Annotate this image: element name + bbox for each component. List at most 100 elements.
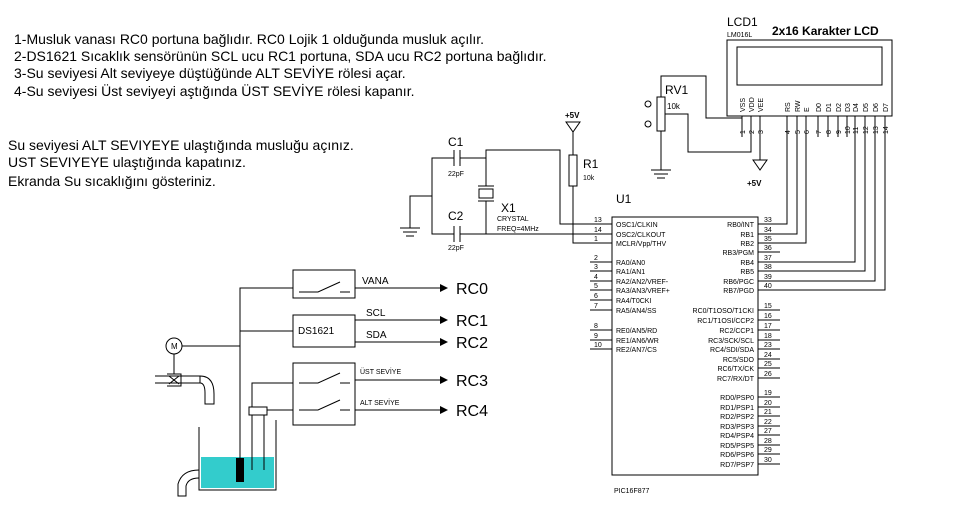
mcu-right-pin-number: 29 bbox=[764, 447, 772, 454]
mcu-right-pin-number: 28 bbox=[764, 438, 772, 445]
tank-walls bbox=[198, 420, 277, 491]
sda-label: SDA bbox=[366, 330, 387, 341]
mcu-right-pin-name: RC1/T1OSI/CCP2 bbox=[697, 318, 754, 325]
crystal-ref: X1 bbox=[501, 201, 516, 215]
mcu-left-pins: 13OSC1/CLKIN14OSC2/CLKOUT1MCLR/Vpp/THV2R… bbox=[590, 217, 670, 354]
mcu-right-pin-name: RC6/TX/CK bbox=[717, 366, 754, 373]
mcu-right-pin-number: 40 bbox=[764, 283, 772, 290]
mcu-left-pin-number: 13 bbox=[594, 217, 602, 224]
mcu-right-pin-number: 30 bbox=[764, 457, 772, 464]
valve-body-icon bbox=[167, 373, 182, 387]
lcd-pin-number: 10 bbox=[845, 126, 852, 134]
port-rc4: RC4 bbox=[456, 403, 488, 420]
rb-lcd-wiring bbox=[780, 137, 886, 291]
mcu-right-pins: 33RB0/INT34RB135RB236RB3/PGM37RB438RB539… bbox=[693, 217, 780, 469]
mcu-right-pin-name: RB5 bbox=[740, 269, 754, 276]
mcu-left-pin-number: 6 bbox=[594, 293, 598, 300]
c1-value: 22pF bbox=[448, 171, 464, 178]
lcd-title: 2x16 Karakter LCD bbox=[772, 24, 879, 38]
mcu-left-pin-name: OSC1/CLKIN bbox=[616, 222, 658, 229]
mcu-left-pin-number: 10 bbox=[594, 342, 602, 349]
mcu-right-pin-name: RC2/CCP1 bbox=[719, 328, 754, 335]
mcu-right-pin-name: RD4/PSP4 bbox=[720, 433, 754, 440]
lcd-supply-label: +5V bbox=[747, 179, 762, 188]
probe-holder-icon bbox=[248, 406, 268, 416]
alt-label: ALT SEVİYE bbox=[360, 398, 400, 407]
instruction-line-2: 2-DS1621 Sıcaklık sensörünün SCL ucu RC1… bbox=[14, 48, 547, 64]
mcu-right-pin-name: RB0/INT bbox=[727, 222, 755, 229]
mcu-right-pin-number: 27 bbox=[764, 428, 772, 435]
ds1621-box bbox=[292, 314, 356, 348]
rb4-d4-wire bbox=[780, 137, 856, 263]
instructions-block: 1-Musluk vanası RC0 portuna bağlıdır. RC… bbox=[14, 31, 547, 99]
mcu-right-pin-number: 24 bbox=[764, 352, 772, 359]
mcu-right-pin-number: 15 bbox=[764, 303, 772, 310]
lcd-pin-name: RS bbox=[785, 102, 792, 112]
rc2-arrow-icon bbox=[440, 338, 448, 346]
level-relay-box bbox=[292, 362, 356, 426]
c2-value: 22pF bbox=[448, 245, 464, 252]
mcu-left-pin-name: RA4/T0CKI bbox=[616, 298, 651, 305]
valve-cross-b bbox=[168, 375, 180, 385]
mcu-right-pin-name: RC4/SDI/SDA bbox=[710, 347, 754, 354]
lcd-pin-number: 9 bbox=[836, 130, 843, 134]
mcu-right-pin-number: 18 bbox=[764, 333, 772, 340]
mcu-ref: U1 bbox=[616, 192, 632, 206]
r1-supply-arrow-icon bbox=[565, 121, 581, 133]
osc1-wire bbox=[485, 149, 612, 225]
mcu-left-pin-name: RA2/AN2/VREF- bbox=[616, 279, 669, 286]
port-rc1: RC1 bbox=[456, 313, 488, 330]
lcd-pin-number: 4 bbox=[785, 130, 792, 134]
mcu-right-pin-name: RC7/RX/DT bbox=[717, 376, 755, 383]
lcd-pin-number: 11 bbox=[853, 127, 860, 134]
mcu-right-pin-name: RD6/PSP6 bbox=[720, 452, 754, 459]
sensor-label: DS1621 bbox=[298, 326, 335, 337]
instruction-line-3: 3-Su seviyesi Alt seviyeye düştüğünde AL… bbox=[14, 64, 406, 81]
mcu-left-pin-name: RA0/AN0 bbox=[616, 260, 645, 267]
mcu-right-pin-number: 22 bbox=[764, 419, 772, 426]
pot-ref: RV1 bbox=[665, 83, 688, 97]
mcu-right-pin-name: RD3/PSP3 bbox=[720, 424, 754, 431]
rb1-e-wire bbox=[780, 137, 798, 235]
pot-wiper-wire bbox=[665, 113, 752, 153]
instruction-line-4: 4-Su seviyesi Üst seviyeyi aştığında ÜST… bbox=[14, 82, 414, 99]
lcd-pin-name: D3 bbox=[845, 103, 852, 112]
mcu-right-pin-name: RD2/PSP2 bbox=[720, 414, 754, 421]
mcu-right-pin-number: 21 bbox=[764, 409, 772, 416]
c1-ref: C1 bbox=[448, 135, 464, 149]
ust-probe-wire bbox=[251, 382, 293, 470]
pot-body bbox=[656, 96, 666, 132]
io-section: VANA RC0 DS1621 SCL RC1 SDA RC2 ÜST SEVİ… bbox=[155, 269, 488, 497]
mcu-right-pin-number: 36 bbox=[764, 245, 772, 252]
temperature-probe-icon bbox=[236, 458, 244, 482]
lcd-pin-name: D6 bbox=[873, 103, 880, 112]
mcu-right-pin-name: RC3/SCK/SCL bbox=[708, 338, 754, 345]
mcu-right-pin-name: RB7/PGD bbox=[723, 288, 754, 295]
port-rc0: RC0 bbox=[456, 281, 488, 298]
lcd-pin-number: 8 bbox=[826, 130, 833, 134]
mcu-left-pin-number: 9 bbox=[594, 333, 598, 340]
lcd-pin-number: 1 bbox=[740, 130, 747, 134]
mcu-part: PIC16F877 bbox=[614, 488, 650, 495]
mcu-u1: U1 PIC16F877 13OSC1/CLKIN14OSC2/CLKOUT1M… bbox=[590, 192, 780, 495]
c2-right-wire bbox=[460, 201, 487, 235]
lcd-pin-number: 14 bbox=[883, 126, 890, 134]
mcu-right-pin-name: RC0/T1OSO/T1CKI bbox=[693, 308, 755, 315]
lcd-pin-number: 7 bbox=[816, 130, 823, 134]
lcd-pin-name: VDD bbox=[749, 97, 756, 112]
rb2-wire bbox=[780, 137, 807, 244]
lcd-pin-name: D1 bbox=[826, 103, 833, 112]
port-rc3: RC3 bbox=[456, 373, 488, 390]
lcd-pin-name: VEE bbox=[758, 98, 765, 112]
pot-top-wire bbox=[660, 75, 743, 137]
scl-label: SCL bbox=[366, 308, 386, 319]
crystal-body bbox=[478, 188, 494, 199]
motor-label: M bbox=[171, 342, 178, 351]
rc1-arrow-icon bbox=[440, 316, 448, 324]
crystal-freq: FREQ=4MHz bbox=[497, 226, 539, 233]
mcu-right-pin-name: RC5/SDO bbox=[723, 357, 755, 364]
lcd-supply-arrow-icon bbox=[752, 159, 768, 171]
task-block: Su seviyesi ALT SEVIYEYE ulaştığında mus… bbox=[8, 137, 354, 189]
mcu-right-pin-number: 34 bbox=[764, 227, 772, 234]
mcu-right-pin-number: 33 bbox=[764, 217, 772, 224]
